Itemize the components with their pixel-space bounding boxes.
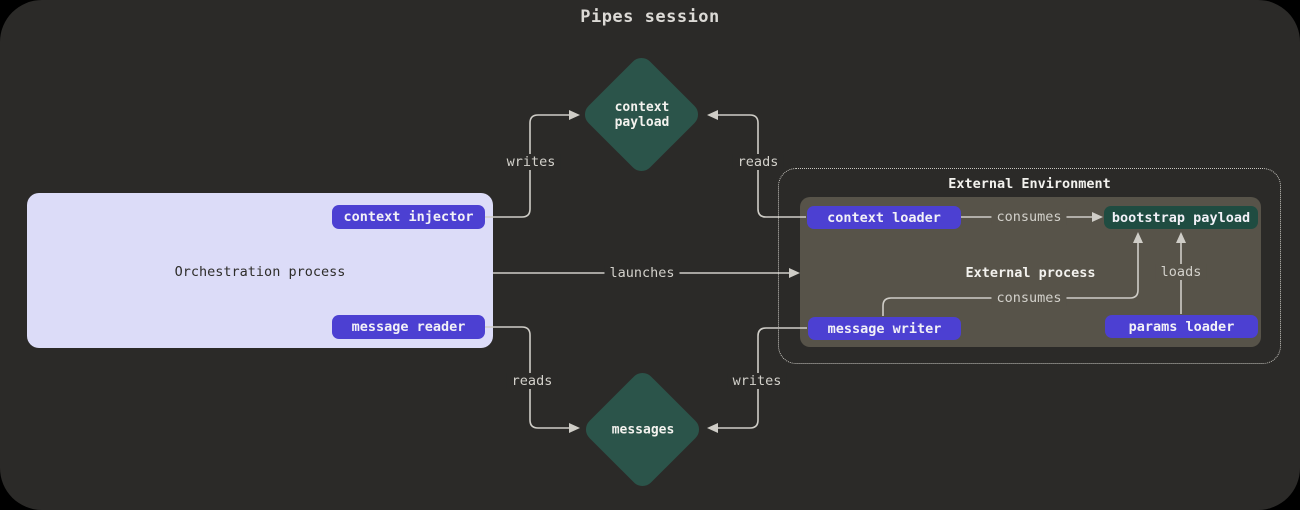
orchestration-process-label: Orchestration process bbox=[174, 264, 346, 280]
message-writer-node: message writer bbox=[808, 317, 961, 340]
bootstrap-payload-node: bootstrap payload bbox=[1104, 206, 1258, 229]
external-environment-group bbox=[778, 168, 1281, 364]
edge-label-consumes-bottom: consumes bbox=[991, 290, 1067, 306]
arrowhead-right-icon bbox=[569, 423, 580, 433]
arrowhead-left-icon bbox=[707, 423, 718, 433]
edge-label-loads: loads bbox=[1155, 264, 1207, 280]
context-injector-node: context injector bbox=[332, 205, 485, 229]
edge-label-writes-bottom: writes bbox=[727, 373, 787, 389]
edge-label-reads-top: reads bbox=[732, 154, 784, 170]
edge-label-writes-top: writes bbox=[501, 154, 561, 170]
arrowhead-left-icon bbox=[707, 110, 718, 120]
message-reader-node: message reader bbox=[332, 315, 485, 339]
params-loader-node: params loader bbox=[1105, 315, 1258, 338]
context-payload-label: context payload bbox=[614, 100, 670, 130]
arrowhead-right-icon bbox=[569, 110, 580, 120]
external-environment-label: External Environment bbox=[948, 176, 1111, 192]
context-loader-node: context loader bbox=[807, 206, 961, 229]
messages-label: messages bbox=[611, 422, 675, 438]
diagram-title: Pipes session bbox=[580, 7, 720, 27]
edge-label-consumes-top: consumes bbox=[991, 209, 1067, 225]
edge-label-launches: launches bbox=[604, 265, 680, 281]
edge-label-reads-bottom: reads bbox=[506, 373, 558, 389]
